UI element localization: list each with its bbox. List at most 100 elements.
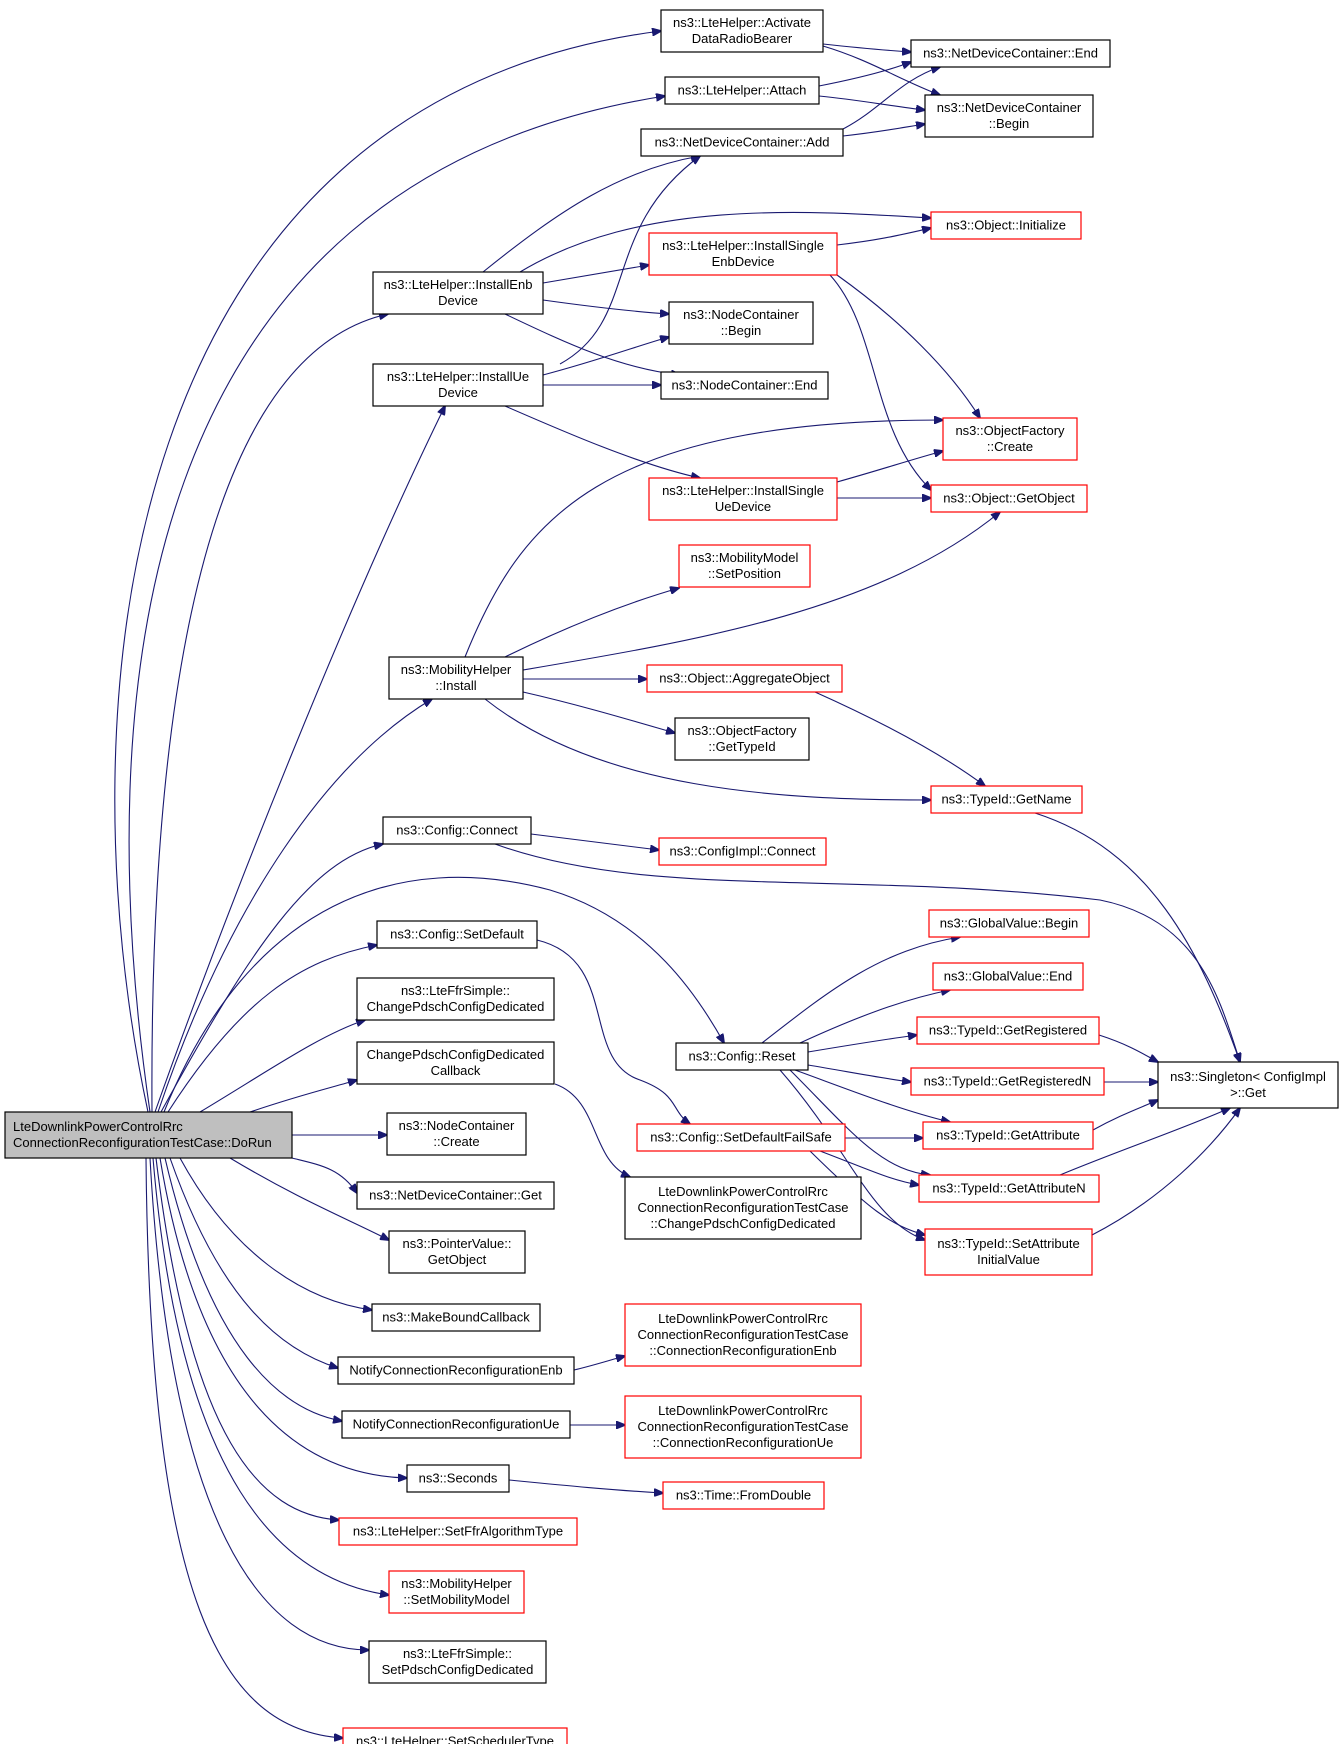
node-tidgetname[interactable]: ns3::TypeId::GetName — [930, 785, 1083, 814]
node-mhsetmm[interactable]: ns3::MobilityHelper::SetMobilityModel — [388, 1570, 525, 1614]
node-cfgreset[interactable]: ns3::Config::Reset — [675, 1042, 809, 1071]
node-cfgconnect[interactable]: ns3::Config::Connect — [382, 816, 532, 845]
function-nodes: LteDownlinkPowerControlRrcConnectionReco… — [4, 9, 1339, 1744]
node-box — [668, 301, 814, 345]
node-box — [624, 1303, 862, 1367]
edge-seconds-to-fromdouble — [508, 1479, 663, 1493]
node-objinit[interactable]: ns3::Object::Initialize — [930, 211, 1082, 240]
node-seconds[interactable]: ns3::Seconds — [406, 1464, 510, 1493]
node-ndcget[interactable]: ns3::NetDeviceContainer::Get — [356, 1181, 555, 1210]
node-label: LteDownlinkPowerControlRrc — [13, 1119, 183, 1134]
node-setffr[interactable]: ns3::LteHelper::SetFfrAlgorithmType — [338, 1517, 578, 1546]
node-label: ns3::TypeId::GetAttributeN — [932, 1181, 1085, 1196]
node-root[interactable]: LteDownlinkPowerControlRrcConnectionReco… — [4, 1111, 293, 1159]
node-label: Callback — [431, 1063, 481, 1078]
node-ofgettid[interactable]: ns3::ObjectFactory::GetTypeId — [674, 717, 810, 761]
node-label: LteDownlinkPowerControlRrc — [658, 1403, 828, 1418]
node-label: ::SetPosition — [708, 566, 781, 581]
node-tidgetreg[interactable]: ns3::TypeId::GetRegistered — [916, 1016, 1100, 1045]
edge-mhinstall-to-tidgetname — [484, 698, 931, 800]
node-cfgsetdefault[interactable]: ns3::Config::SetDefault — [376, 920, 538, 949]
edge-installenb-to-installsenb — [542, 265, 649, 284]
node-label: ns3::Config::Reset — [689, 1049, 796, 1064]
node-box — [664, 76, 820, 105]
node-box — [648, 477, 838, 521]
edge-mhinstall-to-mmsetpos — [504, 588, 679, 658]
node-label: ConnectionReconfigurationTestCase — [637, 1419, 848, 1434]
node-changetc[interactable]: LteDownlinkPowerControlRrcConnectionReco… — [624, 1176, 862, 1240]
node-label: ns3::Object::AggregateObject — [659, 671, 830, 686]
node-label: EnbDevice — [712, 254, 775, 269]
node-tidgetattrn[interactable]: ns3::TypeId::GetAttributeN — [918, 1174, 1100, 1203]
node-singletonget[interactable]: ns3::Singleton< ConfigImpl >::Get — [1157, 1061, 1339, 1109]
edge-cfgsetdefault-to-cfgsetdefaultfs — [536, 939, 690, 1124]
node-box — [372, 363, 544, 407]
node-ncbegin[interactable]: ns3::NodeContainer::Begin — [668, 301, 814, 345]
node-box — [662, 1481, 825, 1510]
node-notifyue[interactable]: NotifyConnectionReconfigurationUe — [341, 1410, 571, 1439]
node-makebound[interactable]: ns3::MakeBoundCallback — [371, 1303, 541, 1332]
node-box — [660, 371, 829, 400]
node-label: ns3::Config::Connect — [396, 823, 518, 838]
edge-mhinstall-to-getobject — [522, 512, 1000, 671]
node-label: ConnectionReconfigurationTestCase — [637, 1200, 848, 1215]
edge-root-to-ndcget — [291, 1157, 357, 1193]
node-cfgsetdefaultfs[interactable]: ns3::Config::SetDefaultFailSafe — [636, 1123, 846, 1152]
node-label: NotifyConnectionReconfigurationEnb — [349, 1363, 562, 1378]
node-gvbegin[interactable]: ns3::GlobalValue::Begin — [928, 909, 1090, 938]
node-ndcadd[interactable]: ns3::NetDeviceContainer::Add — [640, 128, 844, 157]
edge-root-to-attach — [128, 96, 665, 1113]
edge-root-to-cfgsetdefault — [167, 945, 377, 1113]
node-pvgetobj[interactable]: ns3::PointerValue::GetObject — [388, 1230, 526, 1274]
node-mmsetpos[interactable]: ns3::MobilityModel::SetPosition — [678, 544, 811, 588]
node-label: ::Begin — [721, 323, 761, 338]
node-label: UeDevice — [715, 499, 771, 514]
node-label: ns3::Object::Initialize — [946, 218, 1066, 233]
node-ffrchange[interactable]: ns3::LteFfrSimple::ChangePdschConfigDedi… — [356, 977, 555, 1021]
node-ofcreate[interactable]: ns3::ObjectFactory::Create — [942, 417, 1078, 461]
node-ffrset[interactable]: ns3::LteFfrSimple::SetPdschConfigDedicat… — [368, 1640, 547, 1684]
node-aggobj[interactable]: ns3::Object::AggregateObject — [646, 664, 843, 693]
node-notifyenb[interactable]: NotifyConnectionReconfigurationEnb — [337, 1356, 575, 1385]
edge-cfgreset-to-tidgetregn — [807, 1064, 911, 1082]
node-setsched[interactable]: ns3::LteHelper::SetSchedulerType — [342, 1727, 568, 1744]
edge-root-to-activate — [114, 31, 661, 1113]
node-tidgetattr[interactable]: ns3::TypeId::GetAttribute — [922, 1121, 1094, 1150]
node-fromdouble[interactable]: ns3::Time::FromDouble — [662, 1481, 825, 1510]
node-getobject[interactable]: ns3::Object::GetObject — [930, 484, 1088, 513]
node-nccreate[interactable]: ns3::NodeContainer::Create — [386, 1112, 527, 1156]
node-cruetc[interactable]: LteDownlinkPowerControlRrcConnectionReco… — [624, 1395, 862, 1459]
node-label: ns3::MobilityHelper — [401, 662, 512, 677]
node-label: InitialValue — [977, 1252, 1040, 1267]
node-ndcbegin[interactable]: ns3::NetDeviceContainer::Begin — [924, 94, 1094, 138]
node-box — [388, 1570, 525, 1614]
edge-cfgreset-to-gvend — [799, 990, 950, 1044]
node-box — [636, 1123, 846, 1152]
node-attach[interactable]: ns3::LteHelper::Attach — [664, 76, 820, 105]
node-crenbtc[interactable]: LteDownlinkPowerControlRrcConnectionReco… — [624, 1303, 862, 1367]
edge-root-to-cfgreset — [163, 876, 724, 1113]
edge-root-to-makebound — [179, 1157, 372, 1310]
edge-root-to-installenb — [151, 314, 388, 1113]
node-ndcend[interactable]: ns3::NetDeviceContainer::End — [910, 39, 1111, 68]
node-ncend[interactable]: ns3::NodeContainer::End — [660, 371, 829, 400]
node-label: DataRadioBearer — [692, 31, 793, 46]
node-gvend[interactable]: ns3::GlobalValue::End — [932, 962, 1084, 991]
edge-tidgetname-to-singletonget — [1034, 812, 1240, 1062]
node-label: ConnectionReconfigurationTestCase — [637, 1327, 848, 1342]
node-box — [916, 1016, 1100, 1045]
node-cfgimplconnect[interactable]: ns3::ConfigImpl::Connect — [658, 837, 827, 866]
node-box — [930, 785, 1083, 814]
node-mhinstall[interactable]: ns3::MobilityHelper::Install — [388, 656, 524, 700]
node-label: ns3::TypeId::GetRegistered — [929, 1023, 1087, 1038]
edge-cfgconnect-to-singletonget — [494, 843, 1240, 1062]
node-tidgetregn[interactable]: ns3::TypeId::GetRegisteredN — [910, 1067, 1105, 1096]
